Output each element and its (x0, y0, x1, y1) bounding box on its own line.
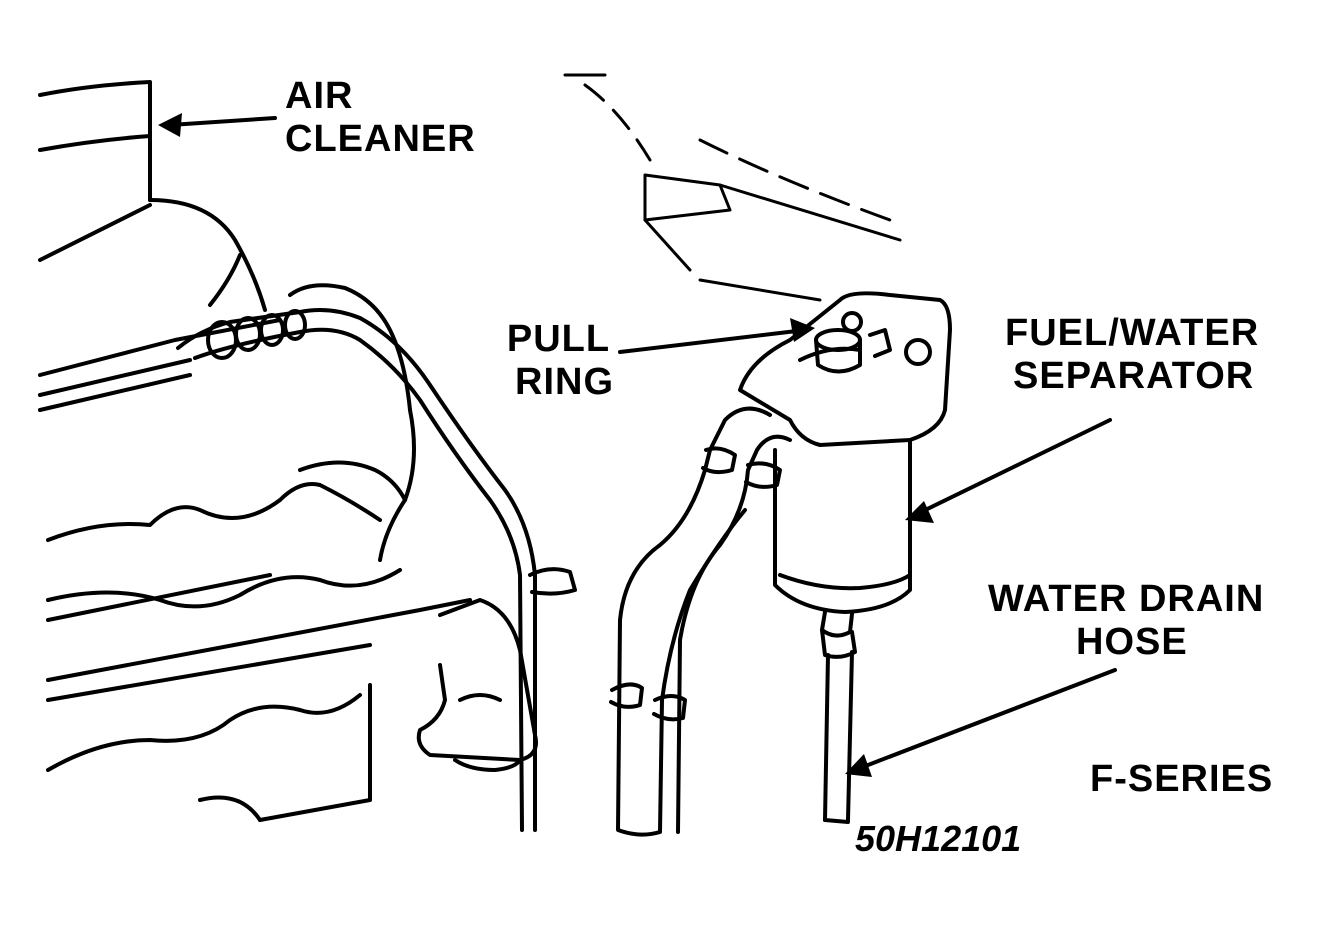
separator-fuel-lines (609, 406, 792, 837)
air-cleaner-label: AIR CLEANER (285, 75, 476, 160)
water-drain-hose-label: WATER DRAIN HOSE (988, 578, 1265, 663)
engine-block-drawing (38, 283, 472, 822)
fuel-water-separator-label: FUEL/WATER SEPARATOR (1005, 312, 1260, 397)
fuel-water-separator-drawing (738, 291, 952, 824)
leader-arrows (168, 116, 1117, 772)
series-label: F-SERIES (1090, 758, 1274, 800)
hood-outline (563, 73, 902, 302)
left-fuel-line (176, 308, 577, 832)
arrowheads (158, 113, 934, 777)
pull-ring-label: PULL RING (506, 318, 614, 403)
figure-reference-number: 50H12101 (855, 818, 1022, 859)
air-cleaner-drawing (38, 80, 267, 312)
